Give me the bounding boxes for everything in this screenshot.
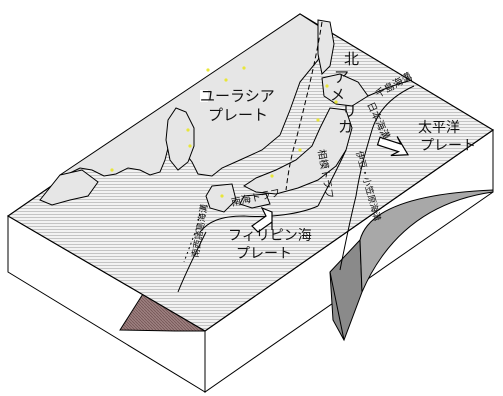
japan-trench-line <box>355 85 415 197</box>
na-eurasia-boundary <box>285 21 323 191</box>
eurasia-label-bg <box>200 90 208 102</box>
volcano-dot <box>298 148 302 152</box>
ryukyu-islands <box>183 213 201 263</box>
west-coast-land <box>39 169 99 206</box>
kyushu <box>205 183 237 213</box>
volcano-dot <box>186 128 190 132</box>
ryukyu-trench-line <box>177 231 207 293</box>
pacific-plate-label-line1: 太平洋 <box>418 120 460 136</box>
shikoku <box>239 193 271 209</box>
pacific-motion-arrow-icon <box>376 136 410 157</box>
kuril-arc <box>367 79 413 97</box>
volcano-dot <box>110 168 114 172</box>
plate-boundaries <box>177 21 415 293</box>
honshu <box>243 107 353 195</box>
volcano-dot <box>316 118 320 122</box>
north-america-label-char3: メ <box>330 86 345 104</box>
volcano-dot <box>270 174 274 178</box>
volcano-dot <box>224 78 228 82</box>
north-america-label-char2: ア <box>334 68 349 86</box>
subducting-slabs <box>119 189 494 342</box>
hokkaido <box>321 73 369 107</box>
volcano-dot <box>206 68 210 72</box>
volcano-dots <box>110 66 338 198</box>
land-masses <box>39 13 413 263</box>
sagami-trough-line <box>317 149 347 207</box>
volcano-dot <box>242 66 246 70</box>
north-america-label-char1: 北 <box>344 50 359 68</box>
nankai-trough-line <box>199 205 319 233</box>
philippine-motion-arrow-icon <box>251 206 273 233</box>
korean-peninsula <box>165 107 195 171</box>
philippine-plate-label-line1: フィリピン海 <box>228 228 312 244</box>
volcano-dot <box>334 100 338 104</box>
pacific-plate-label-line2: プレート <box>420 138 476 154</box>
pacific-slab-curve <box>359 189 494 293</box>
slab-edge <box>329 271 345 341</box>
volcano-dot <box>325 84 329 88</box>
north-america-label-char4: リ <box>342 102 357 120</box>
izu-bonin-trench-line <box>339 195 357 271</box>
pacific-slab <box>329 238 363 342</box>
philippine-plate-label-line2: プレート <box>236 246 292 262</box>
eurasia-plate-label-line1: ユーラシア <box>200 87 275 105</box>
eurasia-plate-label-line2: プレート <box>208 106 268 124</box>
sakhalin <box>317 19 335 76</box>
volcano-dot <box>188 144 192 148</box>
plate-motion-arrows <box>251 136 410 233</box>
volcano-dot <box>220 194 224 198</box>
north-america-label-char5: カ <box>338 118 353 136</box>
